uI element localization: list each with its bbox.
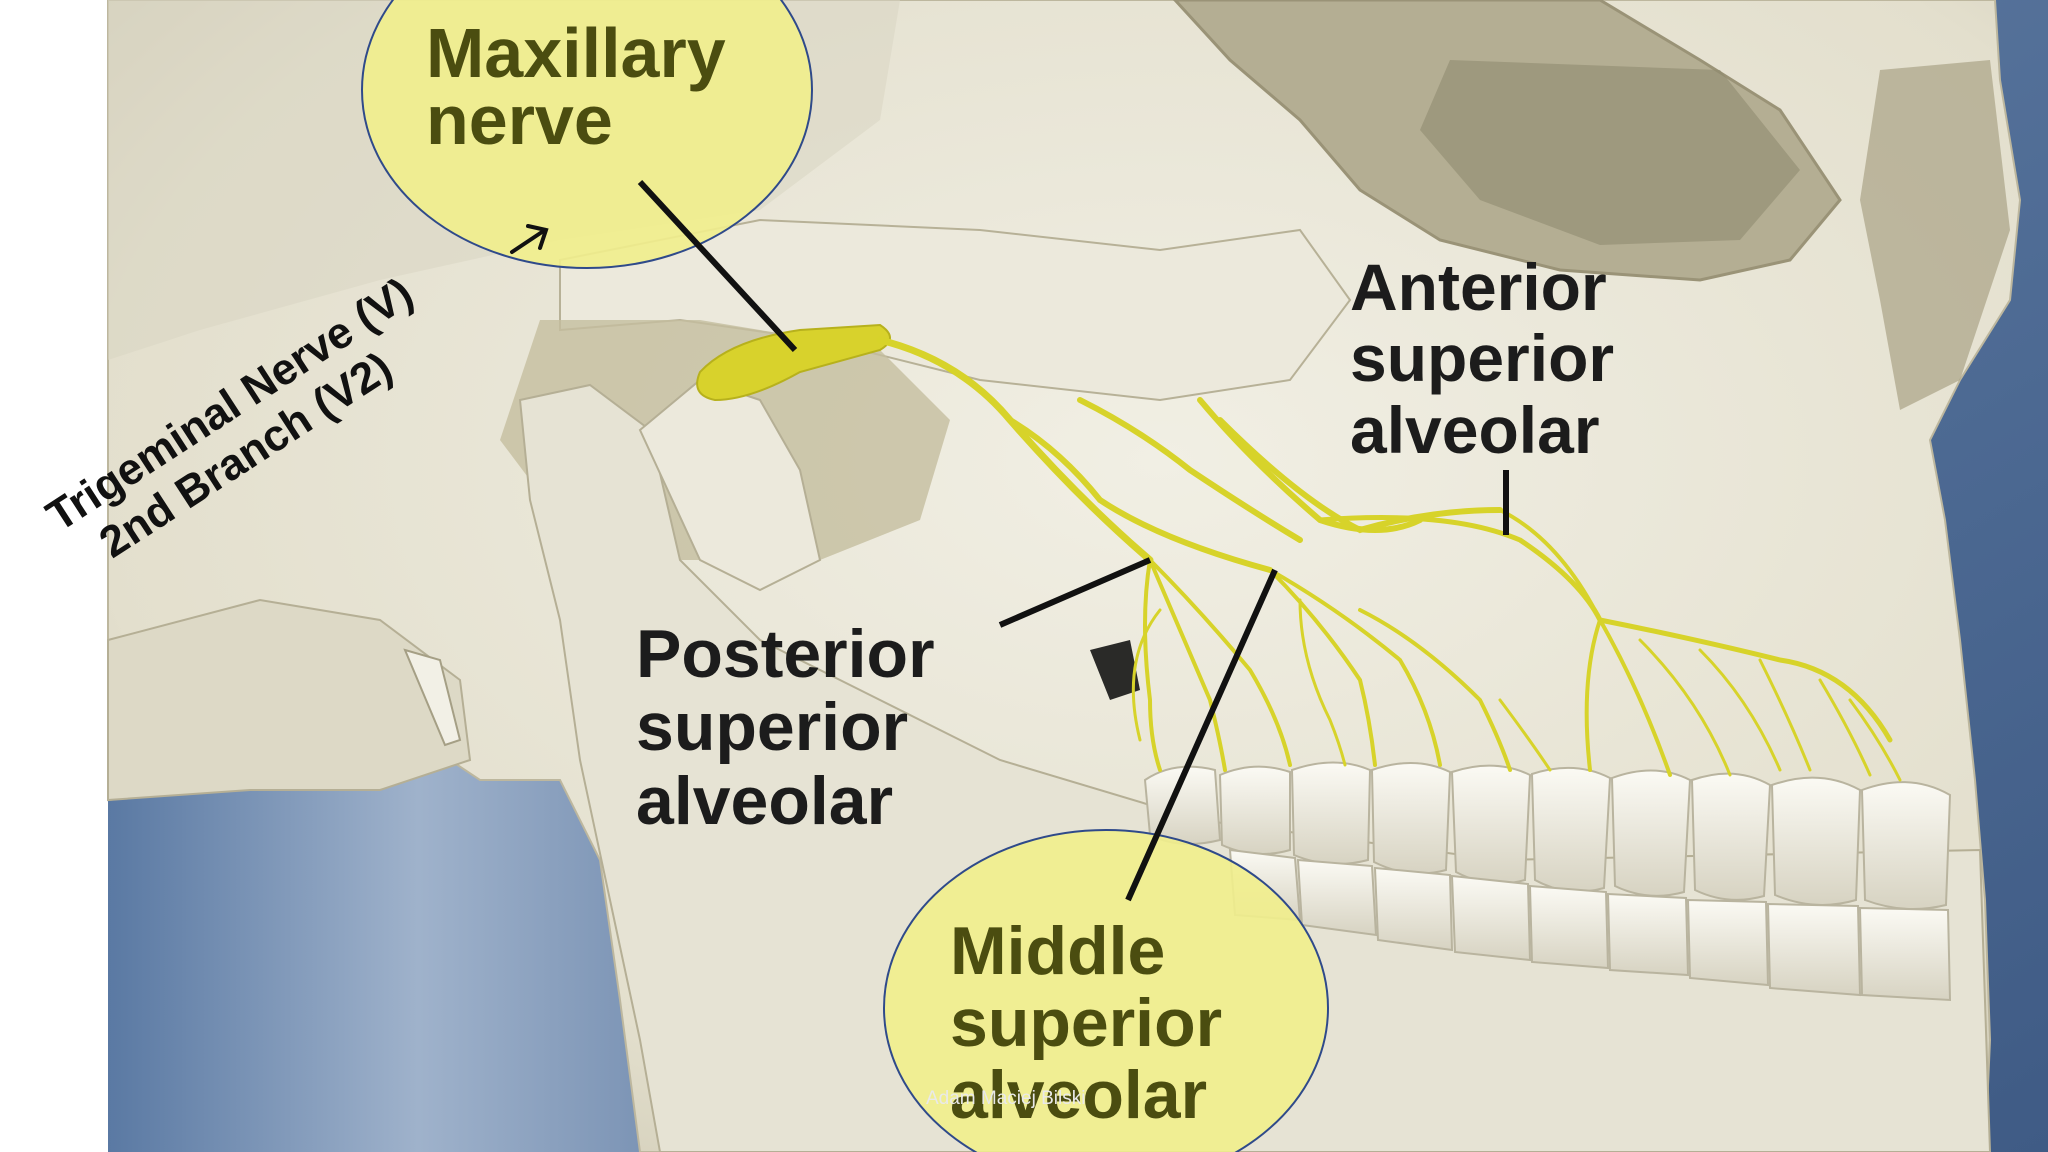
- anterior-superior-alveolar-label: Anterior superior alveolar: [1350, 250, 1615, 467]
- arrow-icon: [510, 224, 549, 254]
- anterior-line-2: superior: [1350, 321, 1615, 396]
- middle-highlight-circle: [883, 829, 1329, 1152]
- maxillary-line-2: nerve: [426, 80, 613, 159]
- anterior-line-1: Anterior: [1350, 250, 1607, 324]
- middle-superior-alveolar-label: Middle superior alveolar: [950, 915, 1222, 1131]
- alveolar-nerve-branches: [876, 336, 1902, 782]
- middle-line-2: superior: [950, 985, 1223, 1062]
- posterior-line-2: superior: [636, 689, 909, 766]
- author-watermark: Adam Maciej Bilski: [926, 1088, 1086, 1109]
- maxillary-line-1: Maxillary: [426, 14, 726, 92]
- maxillary-nerve-trunk: [696, 323, 891, 402]
- posterior-line-3: alveolar: [636, 762, 894, 839]
- leader-lines: [637, 179, 1509, 902]
- middle-line-1: Middle: [950, 913, 1166, 989]
- maxillary-highlight-circle: [361, 0, 813, 269]
- posterior-line-1: Posterior: [636, 616, 935, 692]
- maxillary-nerve-label: Maxillary nerve: [426, 14, 726, 159]
- middle-line-3: alveolar: [950, 1057, 1208, 1134]
- anterior-line-3: alveolar: [1350, 392, 1600, 467]
- posterior-superior-alveolar-label: Posterior superior alveolar: [636, 616, 935, 839]
